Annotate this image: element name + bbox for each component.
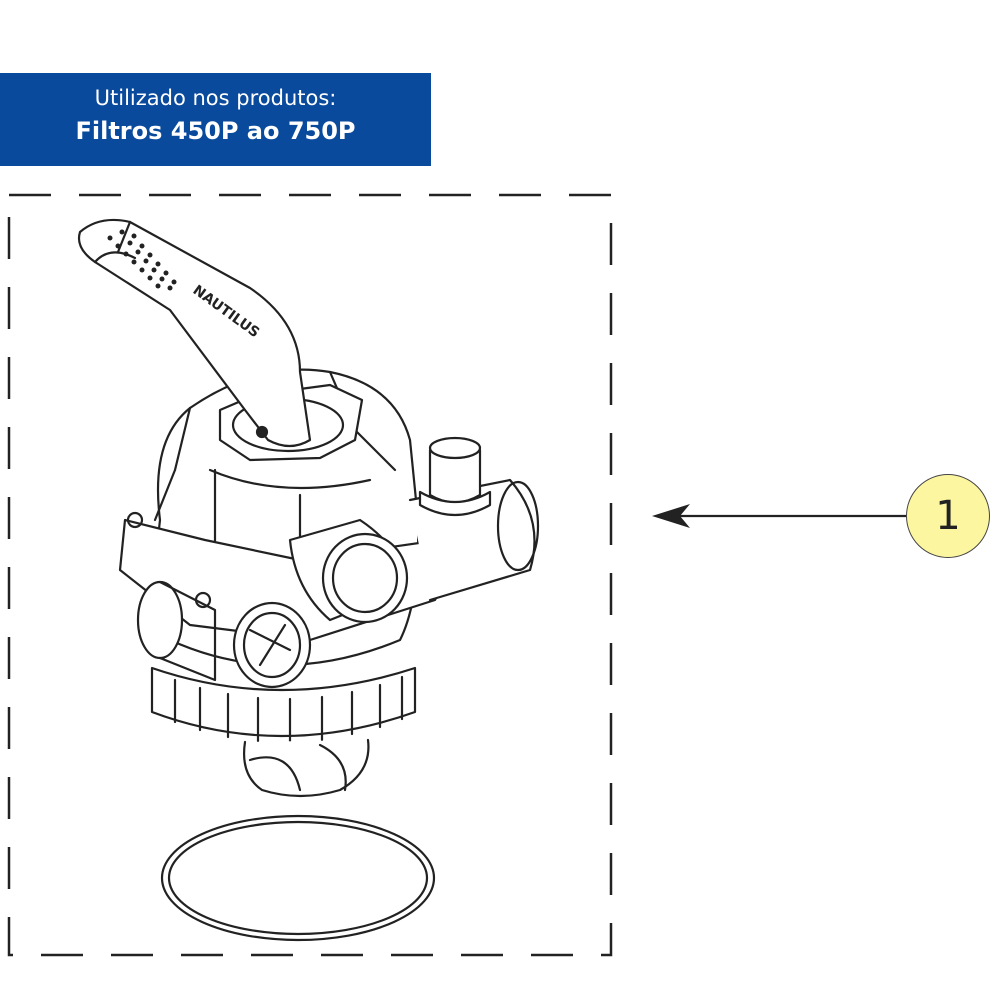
multiport-valve: NAUTILUS: [77, 218, 540, 798]
left-port: [136, 580, 184, 660]
valve-collar: [150, 666, 417, 738]
collar-ribs: [173, 675, 404, 744]
handle-grip-dots: [107, 229, 177, 291]
part-boundary-box: [7, 193, 613, 957]
callout-arrow: [652, 504, 906, 528]
banner-caption: Utilizado nos produtos:: [94, 86, 337, 110]
valve-handle: [77, 218, 312, 448]
banner-products: Filtros 450P ao 750P: [75, 117, 356, 145]
valve-bottom-stem: [243, 738, 370, 798]
part-number-callout: 1: [906, 474, 990, 558]
o-ring: [160, 814, 436, 942]
product-banner: Utilizado nos produtos: Filtros 450P ao …: [0, 73, 431, 166]
